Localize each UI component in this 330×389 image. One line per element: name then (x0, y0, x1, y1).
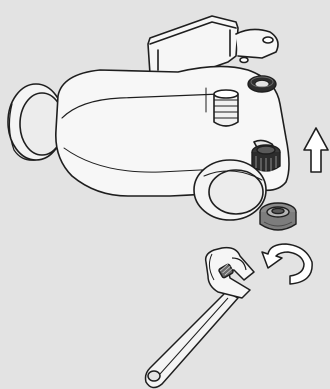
up-arrow-outline-icon (304, 128, 328, 172)
aerator-cartridge-icon (252, 145, 280, 172)
inlet-stem (214, 94, 238, 126)
rotate-counterclockwise-arrow-icon (262, 244, 312, 284)
faucet-mixer-icon (8, 16, 289, 220)
rubber-washer-icon (248, 76, 276, 92)
adjustable-wrench-icon (146, 248, 255, 388)
aerator-housing-icon (260, 203, 296, 230)
